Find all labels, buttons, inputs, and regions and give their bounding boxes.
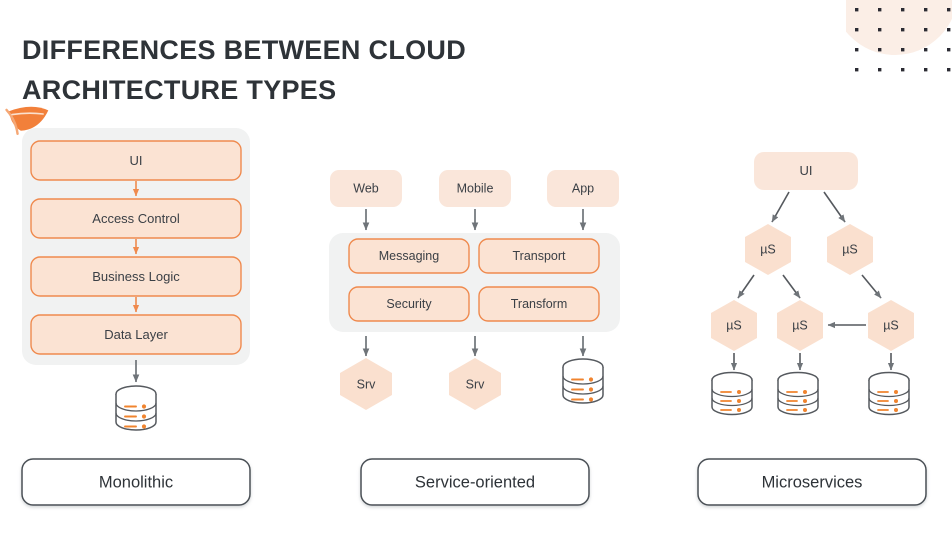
- microservices-node-label: µS: [726, 318, 742, 332]
- microservices-database-3: [868, 371, 910, 416]
- page-title: DIFFERENCES BETWEEN CLOUD ARCHITECTURE T…: [22, 30, 582, 110]
- arrow-ui-to-tier1-right: [823, 191, 846, 223]
- page-title-line-1: DIFFERENCES BETWEEN CLOUD: [22, 35, 467, 65]
- monolithic-database: [115, 385, 157, 431]
- soa-bus-transport[interactable]: Transport: [478, 238, 600, 274]
- monolithic-layer-label: UI: [130, 153, 143, 168]
- microservices-tier2-node-2[interactable]: µS: [777, 300, 823, 351]
- microservices-node-label: µS: [760, 242, 776, 256]
- arrow-tier1-1-to-tier2-2: [782, 274, 801, 299]
- caption-label: Microservices: [762, 473, 863, 491]
- arrow-tier1-1-to-tier2-1: [737, 274, 755, 299]
- soa-service-label: Srv: [466, 377, 486, 391]
- monolithic-layer-access-control[interactable]: Access Control: [30, 198, 242, 239]
- caption-label: Monolithic: [99, 473, 173, 491]
- soa-bus-transform[interactable]: Transform: [478, 286, 600, 322]
- microservices-node-label: µS: [842, 242, 858, 256]
- soa-bus-label: Security: [386, 297, 432, 311]
- peach-circle: [846, 0, 952, 55]
- soa-client-web[interactable]: Web: [330, 170, 402, 207]
- microservices-node-label: µS: [792, 318, 808, 332]
- dot-grid: [855, 8, 951, 72]
- microservices-tier1-node-2[interactable]: µS: [827, 224, 873, 275]
- soa-client-mobile[interactable]: Mobile: [439, 170, 511, 207]
- soa-client-app[interactable]: App: [547, 170, 619, 207]
- monolithic-layer-label: Business Logic: [92, 269, 180, 284]
- microservices-database-1: [711, 371, 753, 416]
- soa-client-label: App: [572, 181, 594, 195]
- monolithic-layer-label: Access Control: [92, 211, 180, 226]
- microservices-tier2-node-3[interactable]: µS: [868, 300, 914, 351]
- soa-service-label: Srv: [357, 377, 377, 391]
- microservices-tier1-node-1[interactable]: µS: [745, 224, 791, 275]
- soa-service-2[interactable]: Srv: [449, 358, 501, 410]
- caption-monolithic[interactable]: Monolithic: [21, 458, 251, 506]
- microservices-ui-label: UI: [800, 163, 813, 178]
- monolithic-layer-business-logic[interactable]: Business Logic: [30, 256, 242, 297]
- caption-label: Service-oriented: [415, 473, 535, 491]
- soa-bus-messaging[interactable]: Messaging: [348, 238, 470, 274]
- caption-microservices[interactable]: Microservices: [697, 458, 927, 506]
- soa-bus-label: Transport: [512, 249, 566, 263]
- microservices-ui[interactable]: UI: [754, 152, 858, 190]
- soa-database: [562, 358, 604, 404]
- monolithic-layer-label: Data Layer: [104, 327, 168, 342]
- monolithic-layer-data-layer[interactable]: Data Layer: [30, 314, 242, 355]
- soa-bus-label: Transform: [511, 297, 568, 311]
- soa-client-label: Mobile: [457, 181, 494, 195]
- monolithic-layer-ui[interactable]: UI: [30, 140, 242, 181]
- microservices-database-2: [777, 371, 819, 416]
- arrow-ui-to-tier1-left: [771, 191, 790, 223]
- soa-service-1[interactable]: Srv: [340, 358, 392, 410]
- soa-bus-security[interactable]: Security: [348, 286, 470, 322]
- arrow-tier1-2-to-tier2-3: [861, 274, 882, 299]
- soa-bus-label: Messaging: [379, 249, 439, 263]
- soa-client-label: Web: [353, 181, 379, 195]
- page-title-line-2: ARCHITECTURE TYPES: [22, 75, 337, 105]
- microservices-node-label: µS: [883, 318, 899, 332]
- microservices-tier2-node-1[interactable]: µS: [711, 300, 757, 351]
- orange-leaf: [5, 106, 49, 136]
- caption-service-oriented[interactable]: Service-oriented: [360, 458, 590, 506]
